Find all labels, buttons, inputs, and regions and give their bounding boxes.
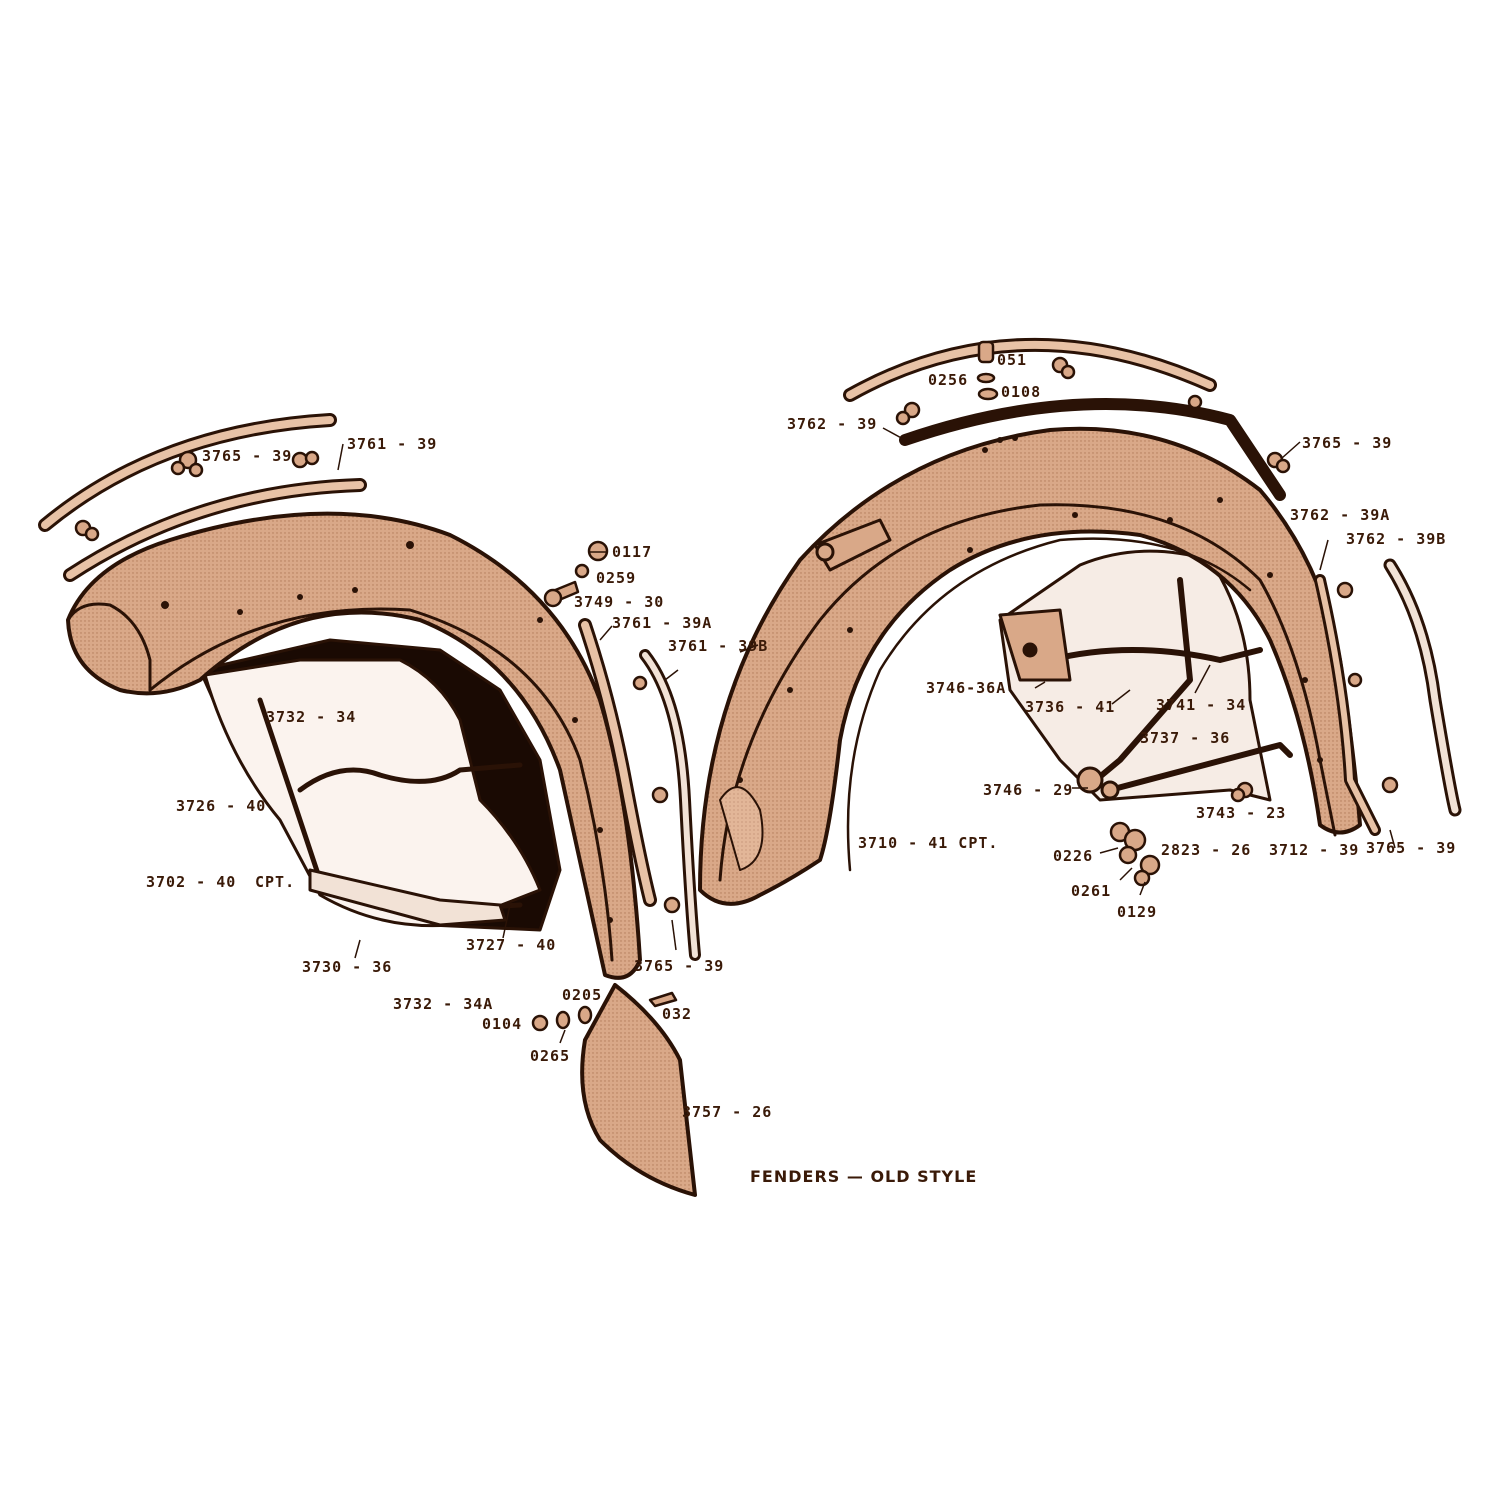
part-label: 3732 - 34	[266, 708, 357, 726]
part-label: 3762 - 39B	[1346, 530, 1447, 548]
part-label: 3765 - 39	[1366, 839, 1457, 857]
part-label: 3765 - 39	[1302, 434, 1393, 452]
part-label: 0104	[482, 1015, 523, 1033]
part-label: 0261	[1071, 882, 1112, 900]
front-fender	[66, 511, 642, 980]
part-label: 3762 - 39	[787, 415, 878, 433]
hinge-bracket	[998, 608, 1120, 800]
shield-bracket	[308, 868, 507, 927]
part-label: 3749 - 30	[574, 593, 665, 611]
nut-stack-icon	[1109, 821, 1161, 887]
clip-icon	[632, 675, 681, 914]
fender-moulding-3762-39	[843, 337, 1286, 501]
bolt-051-icon	[976, 340, 999, 401]
fender-moulding-3761-39	[38, 413, 367, 582]
part-label: 3746 - 29	[983, 781, 1074, 799]
part-label: 3761 - 39	[347, 435, 438, 453]
clip-icon	[74, 450, 320, 542]
part-label: 3727 - 40	[466, 936, 557, 954]
clip-icon	[895, 356, 1399, 803]
fender-moulding-3762-39A	[1314, 574, 1381, 836]
part-label: 0129	[1117, 903, 1158, 921]
part-label: 0108	[1001, 383, 1042, 401]
part-label: 3710 - 41 CPT.	[858, 834, 999, 852]
part-label: CPT.	[255, 873, 296, 891]
part-label: 3761 - 39B	[668, 637, 769, 655]
part-label: 2823 - 26	[1161, 841, 1252, 859]
part-label: 3741 - 34	[1156, 696, 1247, 714]
part-label: 0256	[928, 371, 969, 389]
part-label: 0259	[596, 569, 637, 587]
fender-moulding-3761-39A	[578, 618, 657, 907]
diagram-caption: FENDERS — OLD STYLE	[750, 1167, 978, 1186]
part-label: 3762 - 39A	[1290, 506, 1391, 524]
part-label: 3765 - 39	[202, 447, 293, 465]
part-label: 3737 - 36	[1140, 729, 1231, 747]
fender-moulding-3761-39B	[639, 649, 701, 961]
leader-lines	[337, 427, 1396, 1044]
part-label: 0265	[530, 1047, 571, 1065]
part-label: 051	[997, 351, 1028, 369]
part-label: 3726 - 40	[176, 797, 267, 815]
lamp-bracket	[813, 518, 892, 572]
part-label: 032	[662, 1005, 693, 1023]
part-label: 3765 - 39	[634, 957, 725, 975]
part-label: 0117	[612, 543, 653, 561]
part-label: 0205	[562, 986, 603, 1004]
part-label: 3761 - 39A	[612, 614, 713, 632]
part-label: 3736 - 41	[1025, 698, 1116, 716]
bolt-0117-icon	[543, 540, 609, 608]
part-label: 3757 - 26	[682, 1103, 773, 1121]
part-label: 3746-36A	[926, 679, 1007, 697]
part-label: 3732 - 34A	[393, 995, 494, 1013]
fender-moulding-3762-39B	[1383, 558, 1462, 817]
part-label: 3702 - 40	[146, 873, 237, 891]
part-label: 0226	[1053, 847, 1094, 865]
part-label: 3730 - 36	[302, 958, 393, 976]
rear-fender-struts	[1047, 577, 1293, 793]
bolt-0205-icon	[531, 991, 678, 1032]
stone-guard	[580, 983, 697, 1197]
part-label: 3712 - 39	[1269, 841, 1360, 859]
part-label: 3743 - 23	[1196, 804, 1287, 822]
